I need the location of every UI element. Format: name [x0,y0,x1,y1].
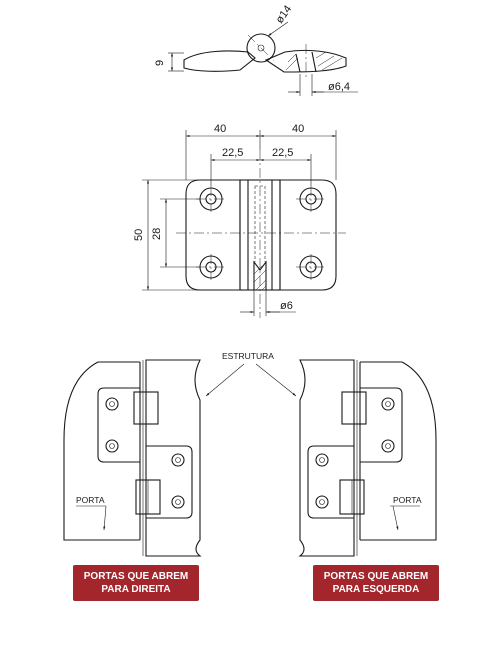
dim-hole-offset-left: 22,5 [222,147,243,159]
label-door-right: PORTA [393,495,422,505]
badge-right-opening-line1: PORTAS QUE ABREM [83,571,189,582]
dim-height-total: 50 [133,229,145,241]
dim-hole-offset-right: 22,5 [272,147,293,159]
side-view: ø14 9 ø6,4 [154,3,358,96]
dim-pin-diameter: ø6 [280,300,293,312]
badge-left-opening-line2: PARA ESQUERDA [332,584,420,595]
dim-leaf-height: 9 [154,60,166,66]
installation-left-opening: PORTA [255,359,437,557]
badge-left-opening-line1: PORTAS QUE ABREM [323,571,429,582]
badge-right-opening-line2: PARA DIREITA [101,584,171,595]
dim-width-left: 40 [214,123,226,135]
dim-knuckle-diameter: ø14 [274,3,295,25]
dim-hole-spacing: 28 [151,228,163,240]
label-structure: ESTRUTURA [222,351,274,361]
installation-right-opening: PORTA [63,359,245,557]
dim-width-right: 40 [292,123,304,135]
badge-right-opening: PORTAS QUE ABREM PARA DIREITA [73,565,199,601]
dim-hole-diameter: ø6,4 [328,81,350,93]
front-view: 40 40 22,5 22,5 50 28 ø6 [133,123,346,318]
label-door-left: PORTA [76,495,105,505]
badge-left-opening: PORTAS QUE ABREM PARA ESQUERDA [313,565,439,601]
